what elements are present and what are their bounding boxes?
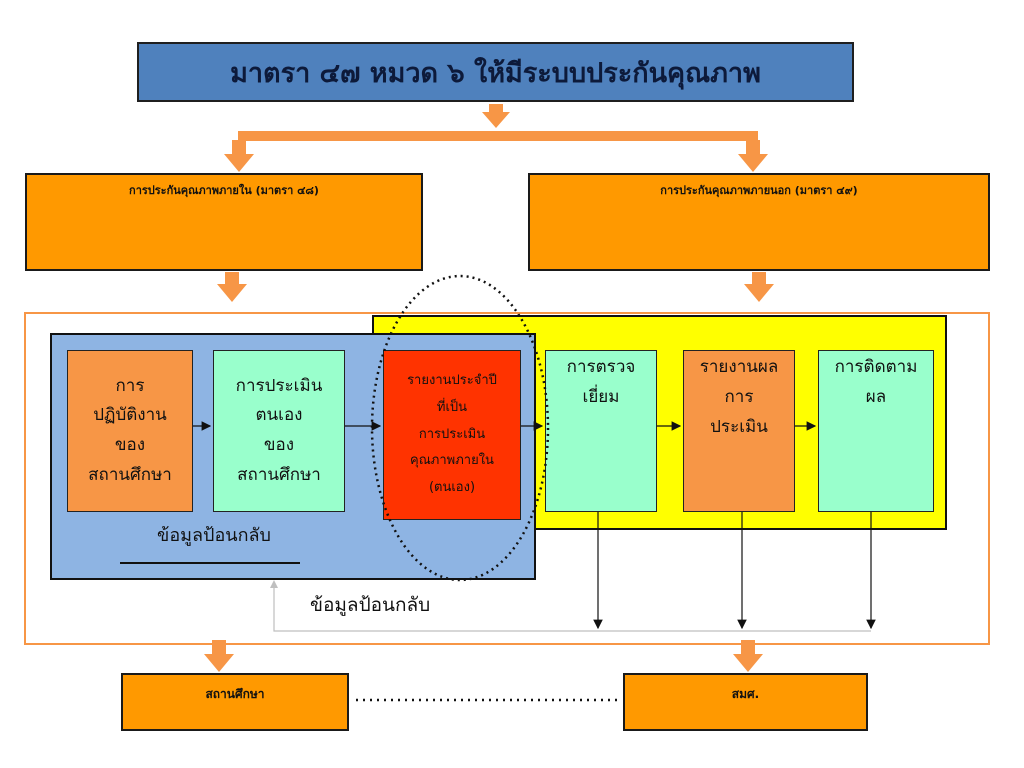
- step-evaluation-report: รายงานผล การ ประเมิน: [683, 350, 795, 512]
- highlight-ellipse: [370, 274, 550, 582]
- arrow-external-to-process: [744, 272, 774, 302]
- arrow-to-external: [738, 140, 768, 172]
- school-box: สถานศึกษา: [121, 673, 349, 731]
- step-annual-report: รายงานประจำปี ที่เป็น การประเมิน คุณภาพภ…: [383, 350, 521, 520]
- page-title-text: มาตรา ๔๗ หมวด ๖ ให้มีระบบประกันคุณภาพ: [230, 57, 761, 89]
- title-down-arrow: [482, 104, 510, 128]
- step-follow-up: การติดตาม ผล: [818, 350, 934, 512]
- school-label: สถานศึกษา: [205, 687, 265, 701]
- arrow-to-internal: [224, 140, 254, 172]
- internal-qa-box: การประกันคุณภาพภายใน (มาตรา ๔๘): [25, 173, 423, 271]
- onesqa-label: สมศ.: [731, 687, 760, 701]
- feedback-loop-line: [273, 584, 871, 632]
- arrow-to-school: [204, 640, 234, 672]
- feedback-label-outer: ข้อมูลป้อนกลับ: [310, 594, 431, 616]
- feedback-underline: [120, 562, 300, 564]
- arrow-internal-to-process: [217, 272, 247, 302]
- internal-qa-label: การประกันคุณภาพภายใน (มาตรา ๔๘): [129, 184, 319, 197]
- arrow-to-onesqa: [733, 640, 763, 672]
- feedback-label-inner: ข้อมูลป้อนกลับ: [157, 525, 271, 546]
- onesqa-box: สมศ.: [623, 673, 868, 731]
- step-self-assessment: การประเมิน ตนเอง ของ สถานศึกษา: [213, 350, 345, 512]
- step-site-visit: การตรวจ เยี่ยม: [545, 350, 657, 512]
- step-school-operation: การ ปฏิบัติงาน ของ สถานศึกษา: [67, 350, 193, 512]
- split-bar: [238, 131, 758, 141]
- external-qa-label: การประกันคุณภาพภายนอก (มาตรา ๔๙): [660, 184, 858, 197]
- external-qa-box: การประกันคุณภาพภายนอก (มาตรา ๔๙): [528, 173, 990, 271]
- process-frame: [24, 312, 990, 645]
- page-title: มาตรา ๔๗ หมวด ๖ ให้มีระบบประกันคุณภาพ: [137, 42, 854, 102]
- feedback-loop-head: [270, 580, 278, 588]
